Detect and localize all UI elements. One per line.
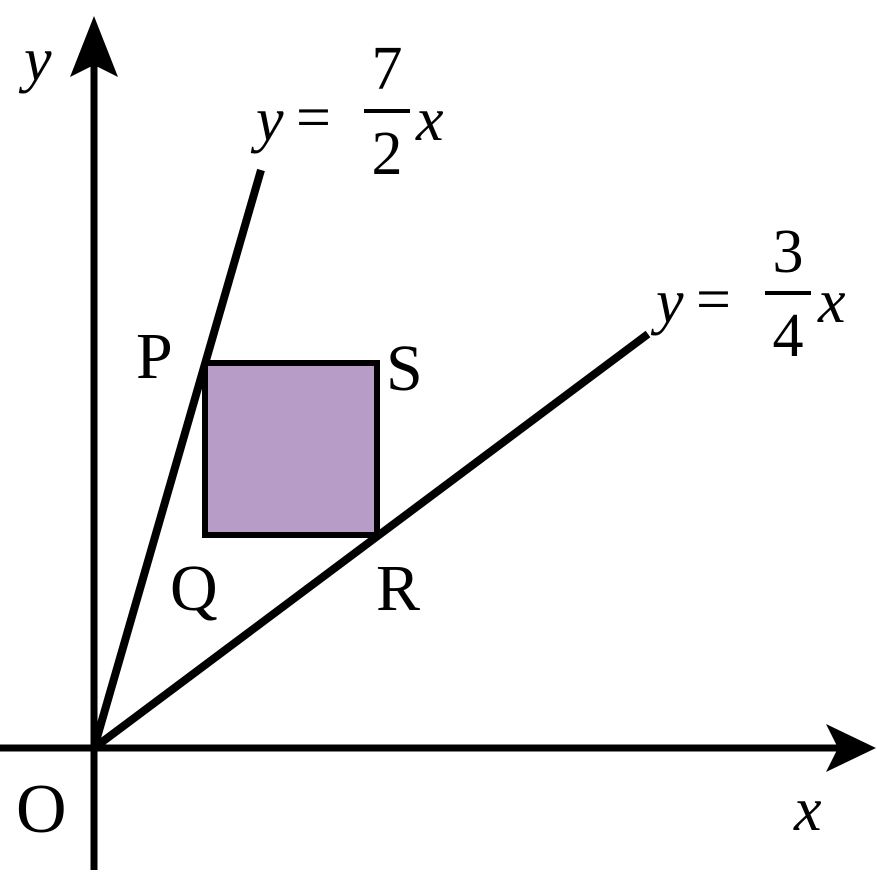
equation-variable: x bbox=[415, 86, 444, 154]
vertex-label-p: P bbox=[136, 320, 173, 393]
equation-equals: = bbox=[696, 266, 731, 334]
equation-denominator: 4 bbox=[773, 302, 804, 370]
equation-equals: = bbox=[296, 84, 331, 152]
vertex-label-q: Q bbox=[170, 552, 218, 625]
vertex-label-s: S bbox=[386, 332, 423, 405]
equation-variable: x bbox=[817, 268, 846, 336]
x-axis-label: x bbox=[793, 776, 822, 844]
line-y-3-4x bbox=[91, 330, 651, 752]
x-axis-arrowhead bbox=[826, 724, 876, 772]
equation-numerator: 7 bbox=[372, 35, 403, 103]
vertex-label-r: R bbox=[376, 552, 420, 625]
square-pqrs bbox=[202, 360, 380, 538]
y-axis-label: y bbox=[18, 26, 52, 94]
origin-label: O bbox=[16, 771, 67, 848]
equation-denominator: 2 bbox=[372, 120, 403, 188]
equation-lhs: y bbox=[650, 268, 684, 336]
equation-label-7-2: y = 7 2 x bbox=[250, 35, 444, 188]
y-axis-arrowhead bbox=[70, 16, 118, 77]
equation-lhs: y bbox=[250, 86, 284, 154]
equation-numerator: 3 bbox=[773, 218, 804, 286]
equation-label-3-4: y = 3 4 x bbox=[650, 218, 846, 370]
line-y-7-2x bbox=[90, 168, 265, 750]
